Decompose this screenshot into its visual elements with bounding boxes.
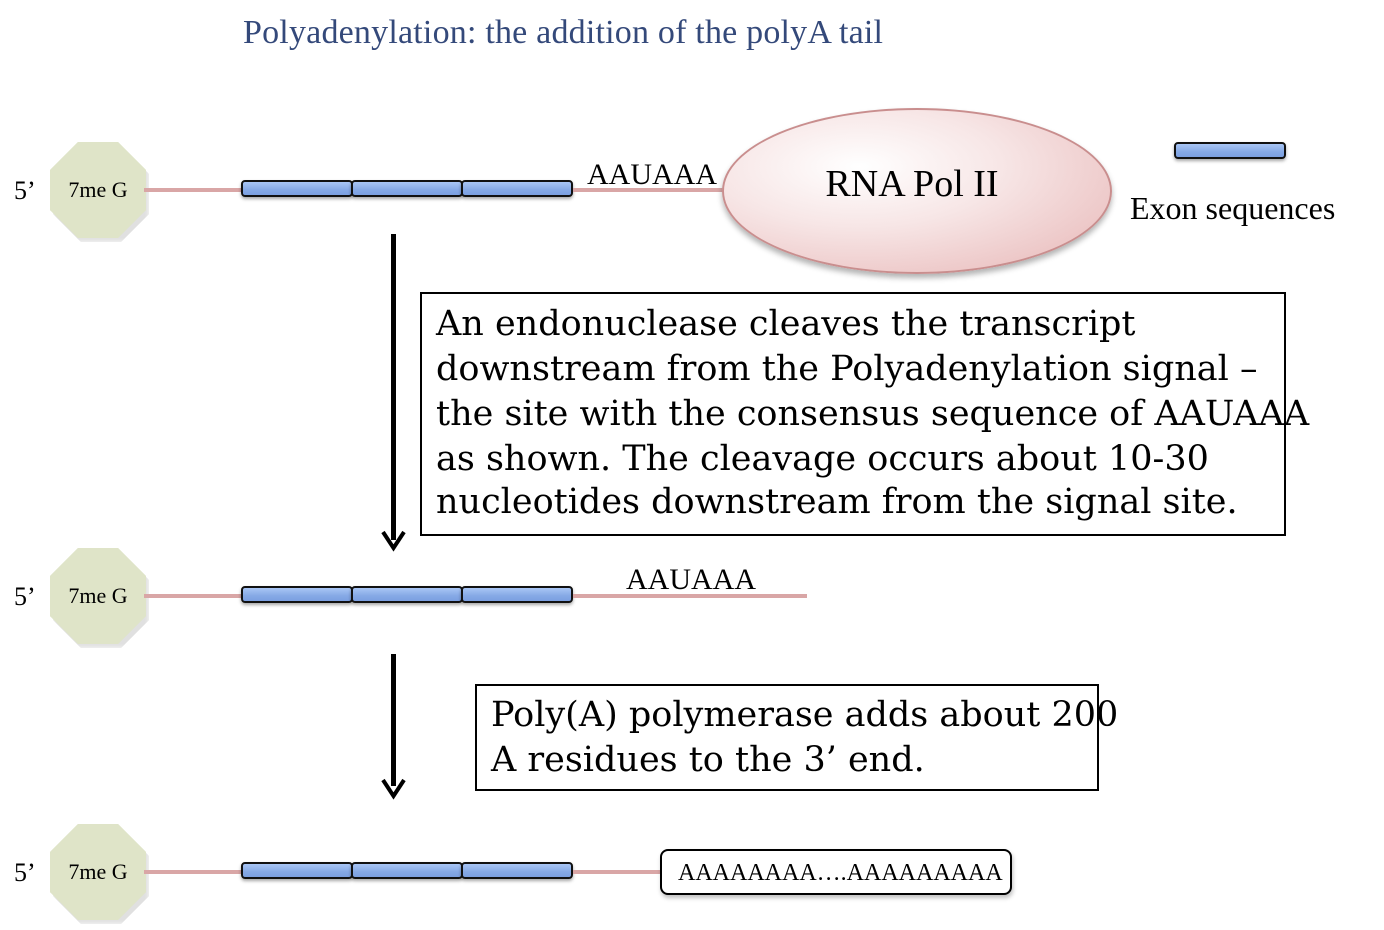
note-line: A residues to the 3’ end. — [491, 740, 925, 780]
note-line: Poly(A) polymerase adds about 200 — [491, 695, 1119, 735]
rna-pol-ii-label: RNA Pol II — [825, 163, 999, 205]
cap-7meg: 7me G — [50, 548, 146, 644]
rna-strand — [144, 188, 244, 192]
cap-label: 7me G — [68, 583, 128, 608]
cap-7meg: 7me G — [50, 824, 146, 920]
exon-3 — [461, 586, 573, 603]
legend-label: Exon sequences — [1130, 190, 1336, 226]
cap-7meg: 7me G — [50, 142, 146, 238]
exon-3 — [461, 180, 573, 197]
polya-polymerase-note: Poly(A) polymerase adds about 200 A resi… — [475, 684, 1119, 791]
exon-1 — [241, 180, 353, 197]
exon-legend-icon — [1174, 142, 1286, 159]
five-prime-label: 5’ — [14, 176, 36, 205]
exon-2 — [351, 586, 463, 603]
exon-2 — [351, 180, 463, 197]
cap-label: 7me G — [68, 859, 128, 884]
diagram-title: Polyadenylation: the addition of the pol… — [243, 14, 884, 51]
note-line: An endonuclease cleaves the transcript — [436, 304, 1136, 344]
polyadenylation-signal: AAUAAA — [626, 563, 756, 596]
note-line: the site with the consensus sequence of … — [436, 394, 1310, 434]
note-line: as shown. The cleavage occurs about 10-3… — [436, 439, 1209, 479]
exon-3 — [461, 862, 573, 879]
rna-strand — [573, 188, 733, 192]
rna-pol-ii — [722, 108, 1112, 274]
cap-label: 7me G — [68, 177, 128, 202]
rna-strand — [144, 870, 244, 874]
polya-tail: AAAAAAAA….AAAAAAAAA — [660, 849, 1012, 895]
note-line: nucleotides downstream from the signal s… — [436, 482, 1238, 522]
note-line: downstream from the Polyadenylation sign… — [436, 349, 1258, 389]
five-prime-label: 5’ — [14, 858, 36, 887]
rna-strand — [573, 594, 807, 598]
polyadenylation-signal: AAUAAA — [587, 158, 717, 191]
rna-strand — [144, 594, 244, 598]
rna-strand — [573, 870, 663, 874]
exon-1 — [241, 586, 353, 603]
exon-1 — [241, 862, 353, 879]
endonuclease-cleavage-note: An endonuclease cleaves the transcript d… — [420, 292, 1310, 536]
exon-2 — [351, 862, 463, 879]
five-prime-label: 5’ — [14, 582, 36, 611]
